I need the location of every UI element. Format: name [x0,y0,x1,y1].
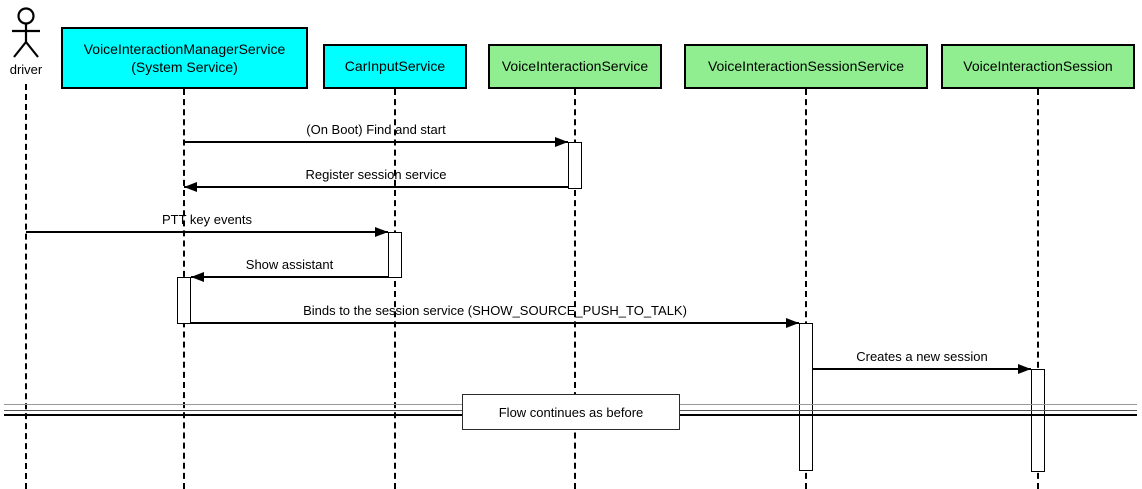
divider-label-box: Flow continues as before [462,394,680,430]
divider-label: Flow continues as before [498,404,644,420]
lifeline-voiceinteractionservice [574,89,576,489]
participant-label: VoiceInteractionService [501,58,649,75]
arrowhead-left-icon [184,182,197,192]
activation-bar-voiceinteractionmanagerservice [177,277,191,324]
message-line [191,322,799,324]
activation-bar-voiceinteractionservice [568,142,582,189]
activation-bar-voiceinteractionsession [1031,369,1045,472]
arrowhead-right-icon [555,137,568,147]
arrowhead-left-icon [191,272,204,282]
message-line [26,231,388,233]
participant-label: VoiceInteractionSession [963,58,1113,75]
participant-voiceinteractionservice: VoiceInteractionService [488,44,662,89]
message-line [184,186,568,188]
lifeline-voiceinteractionsession [1037,89,1039,489]
person-stick-figure-icon [12,7,40,58]
actor-label: driver [9,62,43,77]
participant-sublabel: (System Service) [131,59,238,75]
message-label-register-session-service: Register session service [305,167,447,182]
activation-bar-voiceinteractionsessionservice [799,323,813,471]
message-label-creates-a-new-session: Creates a new session [856,349,988,364]
participant-voiceinteractionsession: VoiceInteractionSession [941,44,1135,89]
participant-voiceinteractionsessionservice: VoiceInteractionSessionService [684,44,928,89]
message-line [184,141,568,143]
message-line [813,368,1031,370]
arrowhead-right-icon [375,227,388,237]
activation-bar-carinputservice [388,232,402,278]
message-line [191,276,388,278]
message-label-ptt-key-events: PTT key events [161,212,253,227]
message-label-show-assistant: Show assistant [245,257,334,272]
lifeline-carinputservice [394,89,396,489]
participant-voiceinteractionmanagerservice: VoiceInteractionManagerService (System S… [61,27,308,89]
participant-label: VoiceInteractionManagerService [83,40,286,57]
lifeline-driver [25,84,27,489]
message-label-on-boot-find-and-start: (On Boot) Find and start [306,122,446,137]
lifeline-voiceinteractionsessionservice [805,89,807,489]
participant-carinputservice: CarInputService [323,44,467,89]
participant-label: CarInputService [344,58,446,75]
arrowhead-right-icon [1018,364,1031,374]
arrowhead-right-icon [786,318,799,328]
participant-label: VoiceInteractionSessionService [707,58,905,75]
message-label-binds-to-session-service: Binds to the session service (SHOW_SOURC… [303,303,687,318]
